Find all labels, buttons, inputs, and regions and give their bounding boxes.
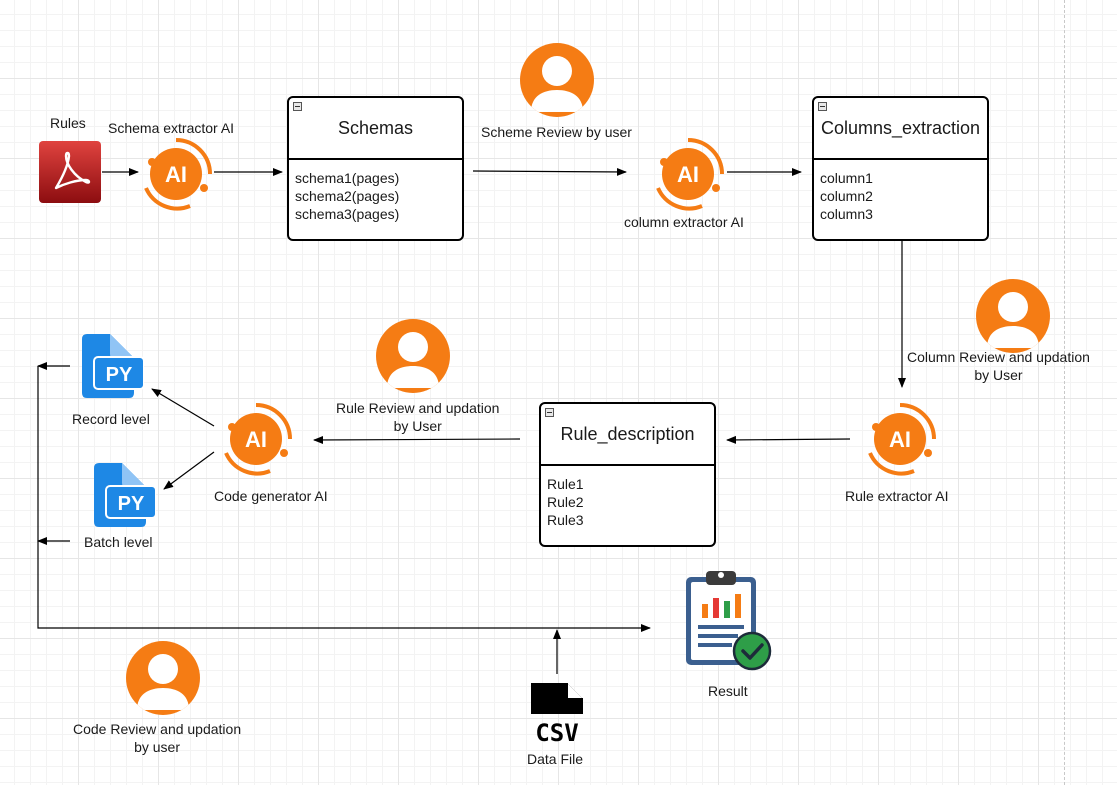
schema-extractor-label: Schema extractor AI bbox=[108, 120, 235, 136]
code-review-label: Code Review and updation by user bbox=[73, 720, 241, 756]
column-review-user-icon bbox=[975, 278, 1051, 354]
column-review-line-2: by User bbox=[974, 367, 1023, 383]
column-extractor-label: column extractor AI bbox=[624, 214, 744, 230]
record-level-py-file-icon: PY bbox=[80, 333, 144, 399]
columns-title: Columns_extraction bbox=[820, 117, 981, 138]
column-review-label: Column Review and updation by User bbox=[907, 348, 1090, 384]
scheme-review-label: Scheme Review by user bbox=[481, 124, 632, 140]
arrow-code-to-result bbox=[37, 366, 651, 632]
entity-row: Rule3 bbox=[547, 512, 584, 528]
schemas-entity-box[interactable]: Schemas schema1(pages) schema2(pages) sc… bbox=[287, 96, 464, 241]
schema-extractor-ai-icon: AI bbox=[138, 136, 214, 212]
schemas-title: Schemas bbox=[337, 117, 414, 138]
result-label: Result bbox=[708, 683, 748, 699]
arrow-schemas-to-column-ai bbox=[472, 167, 627, 176]
ai-icon-text: AI bbox=[245, 427, 267, 452]
scheme-review-user-icon bbox=[519, 42, 595, 118]
collapse-toggle-icon[interactable] bbox=[545, 408, 554, 417]
pdf-icon bbox=[38, 140, 102, 204]
rule-extractor-ai-icon: AI bbox=[862, 401, 938, 477]
code-generator-ai-icon: AI bbox=[218, 401, 294, 477]
rule-review-label: Rule Review and updation by User bbox=[336, 399, 499, 435]
collapse-toggle-icon[interactable] bbox=[818, 102, 827, 111]
columns-extraction-entity-box[interactable]: Columns_extraction column1 column2 colum… bbox=[812, 96, 989, 241]
code-review-line-2: by user bbox=[134, 739, 181, 755]
entity-row: schema3(pages) bbox=[295, 206, 400, 222]
arrow-rule-ai-to-rule-desc bbox=[726, 435, 851, 444]
schemas-rows: schema1(pages) schema2(pages) schema3(pa… bbox=[289, 160, 462, 223]
entity-row: column1 bbox=[820, 170, 873, 186]
record-level-label: Record level bbox=[72, 411, 150, 427]
csv-file-icon: CSV bbox=[527, 680, 587, 744]
rule-description-entity-box[interactable]: Rule_description Rule1 Rule2 Rule3 bbox=[539, 402, 716, 547]
result-clipboard-icon bbox=[684, 567, 774, 671]
entity-row: Rule2 bbox=[547, 494, 584, 510]
rule-review-line-2: by User bbox=[393, 418, 442, 434]
rule-description-title: Rule_description bbox=[560, 423, 695, 444]
entity-row: schema1(pages) bbox=[295, 170, 400, 186]
columns-entity-header: Columns_extraction bbox=[814, 98, 987, 160]
column-extractor-ai-icon: AI bbox=[650, 136, 726, 212]
schemas-entity-header: Schemas bbox=[289, 98, 462, 160]
entity-row: schema2(pages) bbox=[295, 188, 400, 204]
ai-icon-text: AI bbox=[165, 162, 187, 187]
data-file-label: Data File bbox=[527, 751, 584, 767]
ai-icon-text: AI bbox=[889, 427, 911, 452]
code-review-user-icon bbox=[125, 640, 201, 716]
py-icon-text: PY bbox=[118, 493, 145, 515]
entity-row: column2 bbox=[820, 188, 873, 204]
csv-icon-text: CSV bbox=[535, 719, 578, 744]
ai-icon-text: AI bbox=[677, 162, 699, 187]
page-boundary-guide bbox=[1064, 0, 1065, 785]
entity-row: column3 bbox=[820, 206, 873, 222]
rule-review-line-1: Rule Review and updation bbox=[336, 400, 500, 416]
rule-review-user-icon bbox=[375, 318, 451, 394]
rule-extractor-label: Rule extractor AI bbox=[845, 488, 949, 504]
rules-label: Rules bbox=[50, 115, 86, 131]
arrow-code-ai-to-batch bbox=[163, 451, 215, 490]
rule-description-rows: Rule1 Rule2 Rule3 bbox=[541, 466, 714, 529]
arrow-code-ai-to-record bbox=[151, 388, 215, 427]
entity-row: Rule1 bbox=[547, 476, 584, 492]
batch-level-py-file-icon: PY bbox=[92, 462, 156, 528]
rule-description-entity-header: Rule_description bbox=[541, 404, 714, 466]
py-icon-text: PY bbox=[106, 364, 133, 386]
collapse-toggle-icon[interactable] bbox=[293, 102, 302, 111]
code-generator-label: Code generator AI bbox=[214, 488, 328, 504]
batch-level-label: Batch level bbox=[84, 534, 153, 550]
column-review-line-1: Column Review and updation bbox=[907, 349, 1090, 365]
arrow-rule-desc-to-code-ai bbox=[313, 435, 521, 444]
columns-rows: column1 column2 column3 bbox=[814, 160, 987, 223]
code-review-line-1: Code Review and updation bbox=[73, 721, 242, 737]
